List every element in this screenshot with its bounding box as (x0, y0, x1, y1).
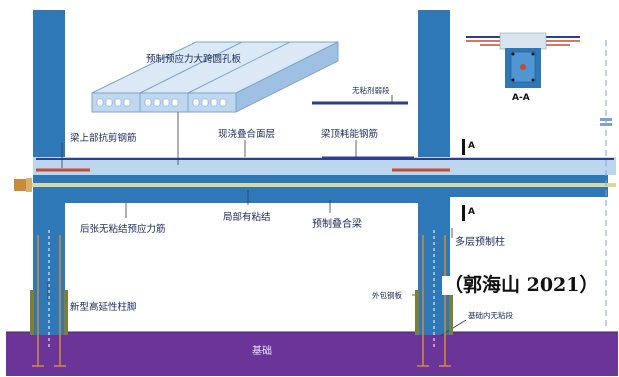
label-foundation: 基础 (252, 346, 272, 357)
label-shear-rebar: 梁上部抗剪钢筋 (70, 133, 137, 144)
column-foot-left (32, 235, 66, 367)
label-composite-beam: 预制叠合梁 (312, 219, 362, 230)
label-energy-rebar: 梁顶耗能钢筋 (321, 129, 379, 140)
hollow-slab (91, 41, 339, 113)
label-partial-bond: 局部有粘结 (223, 212, 271, 223)
tendon-anchor-left-plate (26, 178, 32, 192)
label-hollow-slab: 预制预应力大跨圆孔板 (146, 54, 242, 65)
label-cast-layer: 现浇叠合面层 (218, 129, 276, 140)
section-cut-bottom (462, 205, 465, 221)
section-cut-top (462, 139, 465, 155)
tendon-anchor-left (14, 179, 26, 191)
post-tension-tendon (18, 183, 616, 187)
label-section-view: A-A (512, 93, 530, 103)
label-foundation-unbonded: 基础内无粘段 (468, 311, 513, 320)
section-detail-inset (466, 32, 580, 88)
attribution: （郭海山 2021） (442, 274, 601, 296)
beam-top-layer (33, 157, 616, 175)
label-section-mark-bottom: A (468, 207, 475, 217)
foundation-block (6, 332, 618, 376)
label-section-mark-top: A (468, 141, 475, 151)
label-multi-column: 多层预制柱 (455, 237, 505, 248)
label-outer-steel: 外包钢板 (372, 291, 402, 300)
label-post-tension: 后张无粘结预应力筋 (80, 224, 166, 235)
label-unbonded-section: 无粘剂弱段 (352, 86, 390, 95)
beam-precast-body (33, 175, 418, 203)
column-foot-right (417, 235, 451, 367)
label-column-foot: 新型高延性柱脚 (70, 302, 137, 313)
